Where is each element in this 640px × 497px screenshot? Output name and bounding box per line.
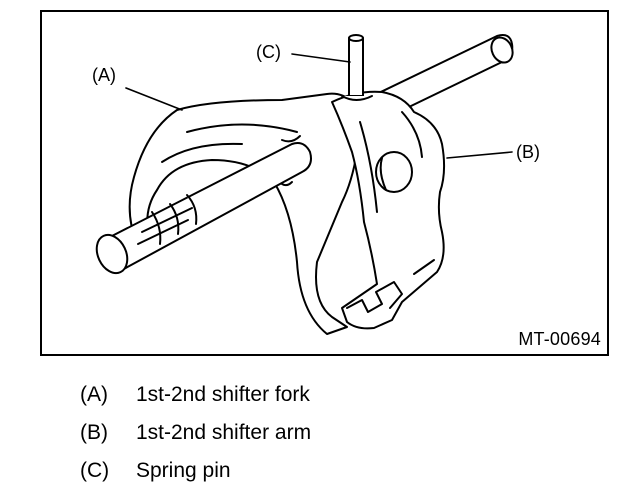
figure-id: MT-00694	[518, 329, 601, 349]
callout-a: (A)	[92, 65, 116, 85]
shift-rail-lower	[95, 142, 312, 275]
callout-c: (C)	[256, 42, 281, 62]
legend-text: Spring pin	[136, 459, 231, 482]
leader-a	[125, 87, 183, 111]
leader-lines	[125, 53, 513, 159]
spring-pin	[341, 34, 373, 101]
legend-key: (A)	[80, 383, 108, 406]
callout-b: (B)	[516, 142, 540, 162]
legend-key: (B)	[80, 421, 108, 444]
legend-key: (C)	[80, 459, 110, 482]
shifter-arm	[331, 90, 446, 330]
leader-b	[446, 151, 513, 159]
shifter-assembly-drawing	[95, 34, 514, 335]
legend-text: 1st-2nd shifter arm	[136, 421, 312, 444]
legend-text: 1st-2nd shifter fork	[136, 383, 310, 406]
leader-c	[291, 53, 351, 63]
illustration-frame: (A) (C) (B) MT-00694	[40, 10, 609, 356]
